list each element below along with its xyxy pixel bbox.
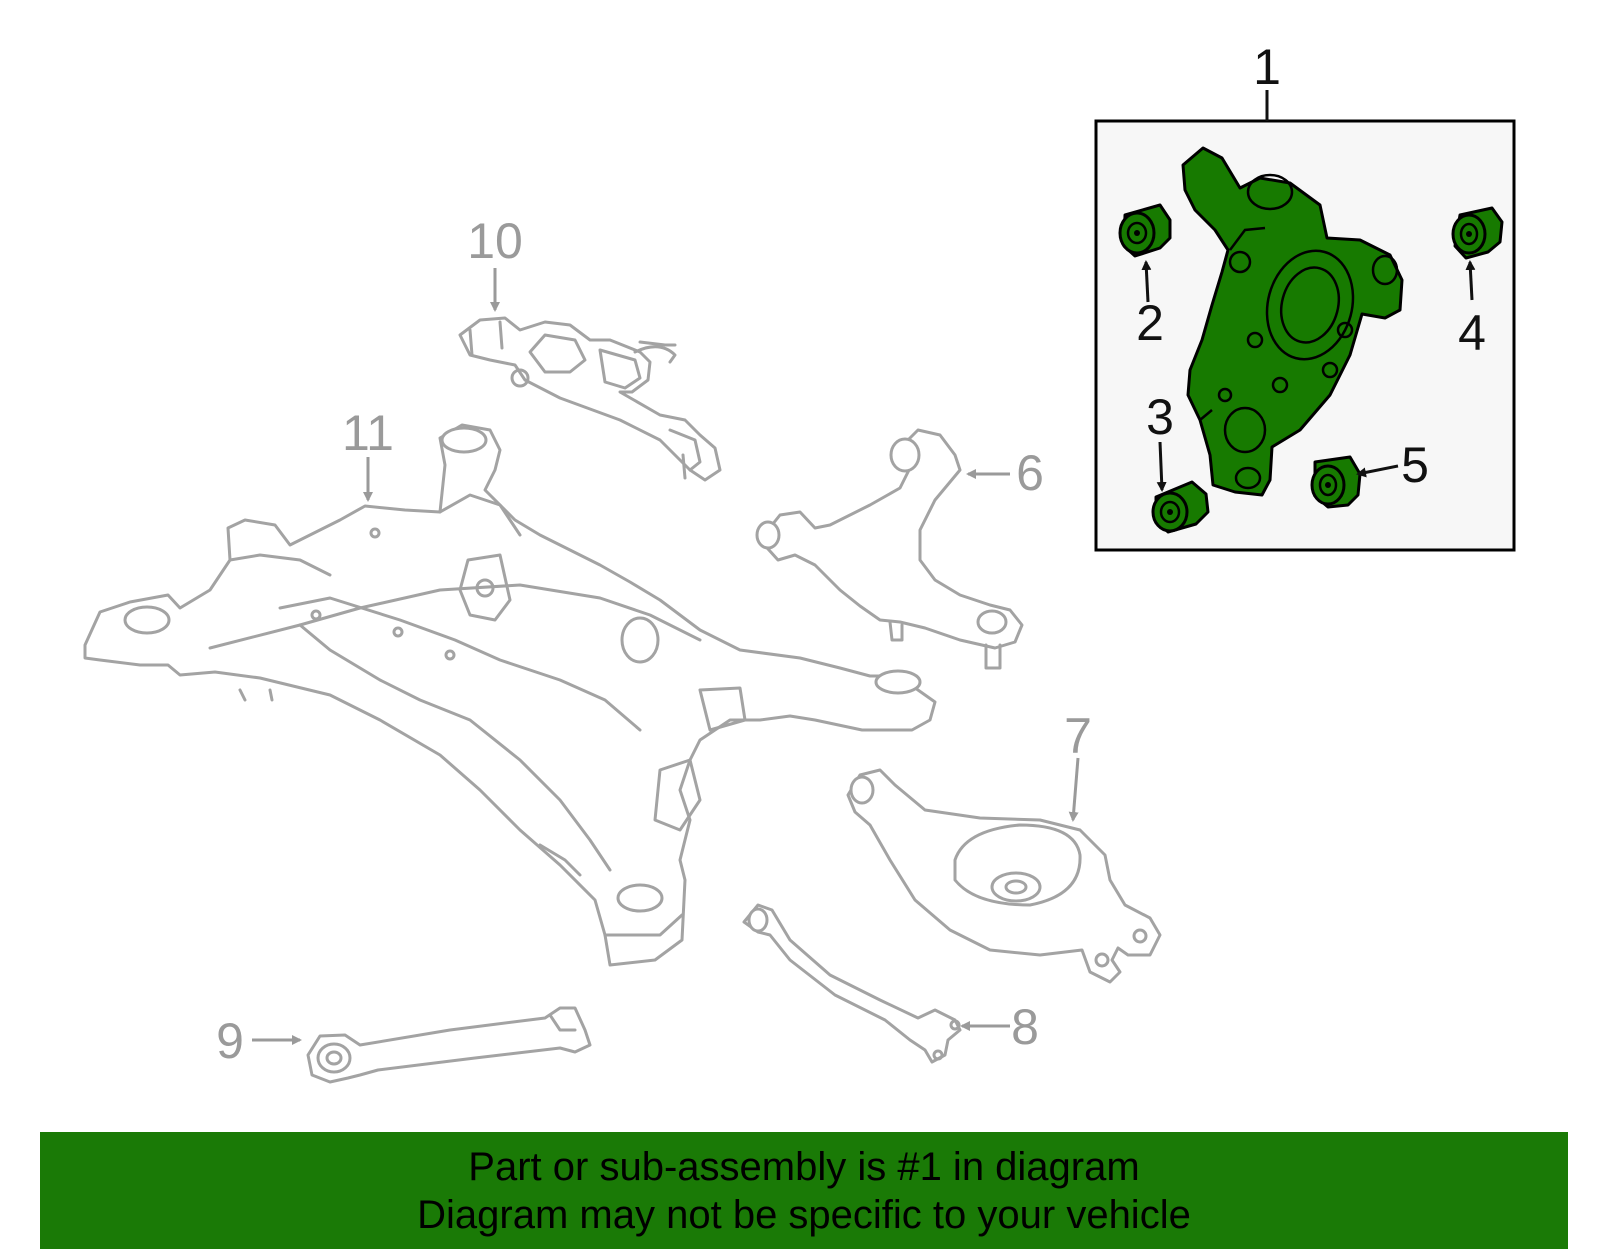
callout-5[interactable]: 5 (1401, 437, 1429, 493)
leader-line-2 (1141, 260, 1152, 303)
highlighted-assembly-box[interactable]: 1 2 (1094, 39, 1516, 552)
part-7-lower-arm[interactable] (846, 768, 1162, 984)
bushing-5[interactable] (1310, 455, 1362, 509)
part-8-lateral-link[interactable] (742, 903, 962, 1064)
bushing-2[interactable] (1118, 203, 1172, 258)
rear-knuckle[interactable] (1181, 146, 1404, 497)
part-11-subframe[interactable] (83, 423, 937, 967)
bushing-4[interactable] (1451, 206, 1504, 260)
info-banner: Part or sub-assembly is #1 in diagram Di… (40, 1132, 1568, 1249)
callout-4[interactable]: 4 (1458, 305, 1486, 361)
callout-8[interactable]: 8 (1011, 999, 1039, 1055)
part-6-upper-arm[interactable] (755, 428, 1024, 670)
callout-2[interactable]: 2 (1136, 295, 1164, 351)
bushing-3[interactable] (1151, 480, 1210, 534)
callout-11[interactable]: 11 (342, 405, 394, 461)
leader-line-5 (1356, 464, 1399, 478)
callout-7[interactable]: 7 (1064, 708, 1092, 764)
callout-6[interactable]: 6 (1016, 445, 1044, 501)
callout-10[interactable]: 10 (467, 213, 523, 269)
banner-line-1: Part or sub-assembly is #1 in diagram (468, 1144, 1140, 1189)
callout-1[interactable]: 1 (1253, 39, 1281, 95)
leader-line-7 (1068, 757, 1080, 822)
leader-line-4 (1465, 260, 1476, 301)
callout-9[interactable]: 9 (216, 1013, 244, 1069)
part-10-actuator[interactable] (458, 316, 722, 482)
part-9-rear-link[interactable] (306, 1006, 592, 1084)
callout-3[interactable]: 3 (1146, 389, 1174, 445)
leader-line-3 (1156, 441, 1167, 492)
banner-line-2: Diagram may not be specific to your vehi… (417, 1192, 1191, 1237)
